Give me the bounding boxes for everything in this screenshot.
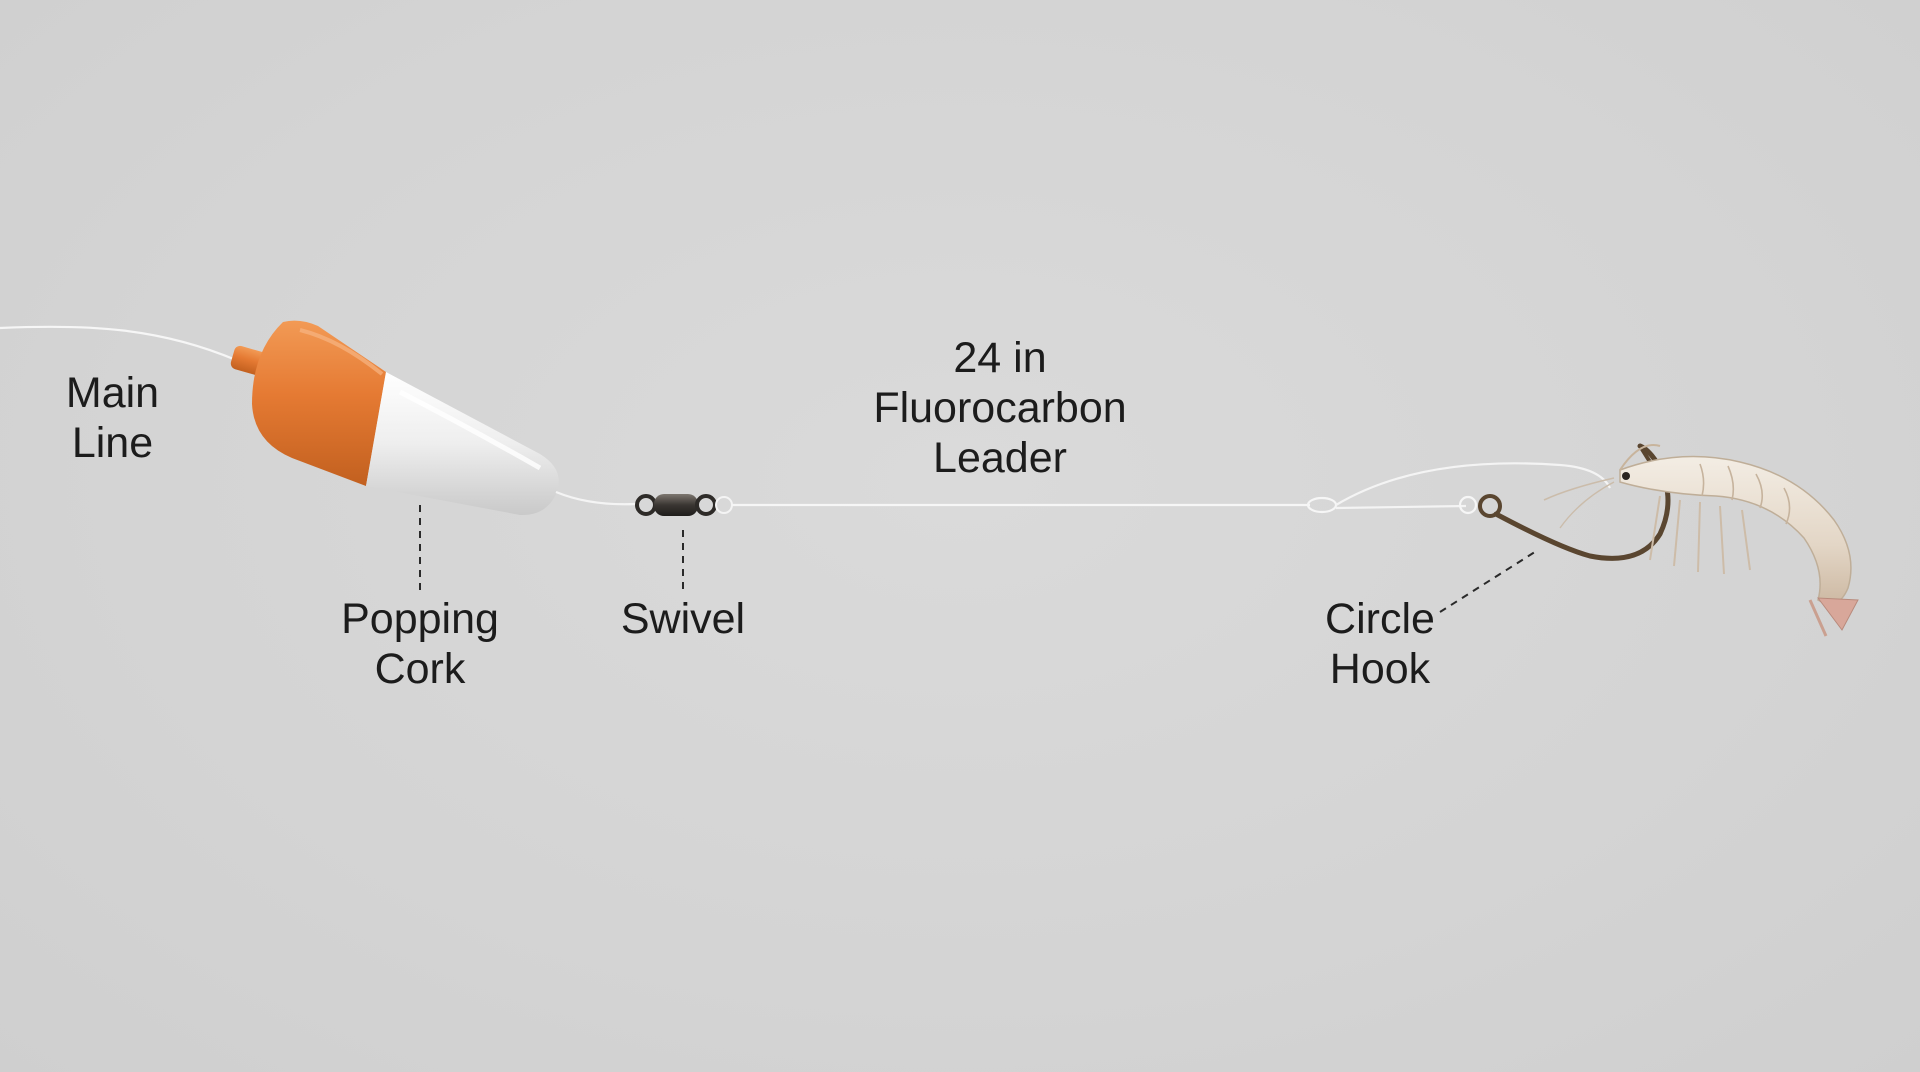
leader-label-line-3: Leader bbox=[933, 434, 1067, 482]
circle-hook-label-line-1: Circle bbox=[1325, 595, 1435, 643]
cork-to-swivel-line bbox=[555, 490, 637, 506]
main-line-label-line-2: Line bbox=[71, 419, 154, 467]
loop-knot bbox=[1306, 462, 1611, 515]
main-line bbox=[0, 325, 237, 362]
leader-label: 24 in Fluorocarbon Leader bbox=[850, 333, 1150, 483]
popping-cork-label-line-1: Popping bbox=[341, 595, 499, 643]
barrel-swivel-icon bbox=[635, 494, 733, 516]
popping-cork-label-line-2: Cork bbox=[374, 645, 466, 693]
shrimp-icon bbox=[1543, 444, 1859, 637]
main-line-label: Main Line bbox=[40, 368, 185, 468]
circle-hook-label: Circle Hook bbox=[1300, 594, 1460, 694]
leader-label-line-1: 24 in bbox=[953, 334, 1047, 382]
main-line-label-line-1: Main bbox=[65, 369, 160, 417]
swivel-label-line-1: Swivel bbox=[620, 595, 746, 643]
circle-hook-label-line-2: Hook bbox=[1329, 645, 1431, 693]
leader-label-line-2: Fluorocarbon bbox=[873, 384, 1127, 432]
swivel-label: Swivel bbox=[593, 594, 773, 644]
popping-cork-icon bbox=[230, 320, 559, 516]
popping-cork-label: Popping Cork bbox=[320, 594, 520, 694]
hook-leader-line bbox=[1439, 549, 1539, 613]
